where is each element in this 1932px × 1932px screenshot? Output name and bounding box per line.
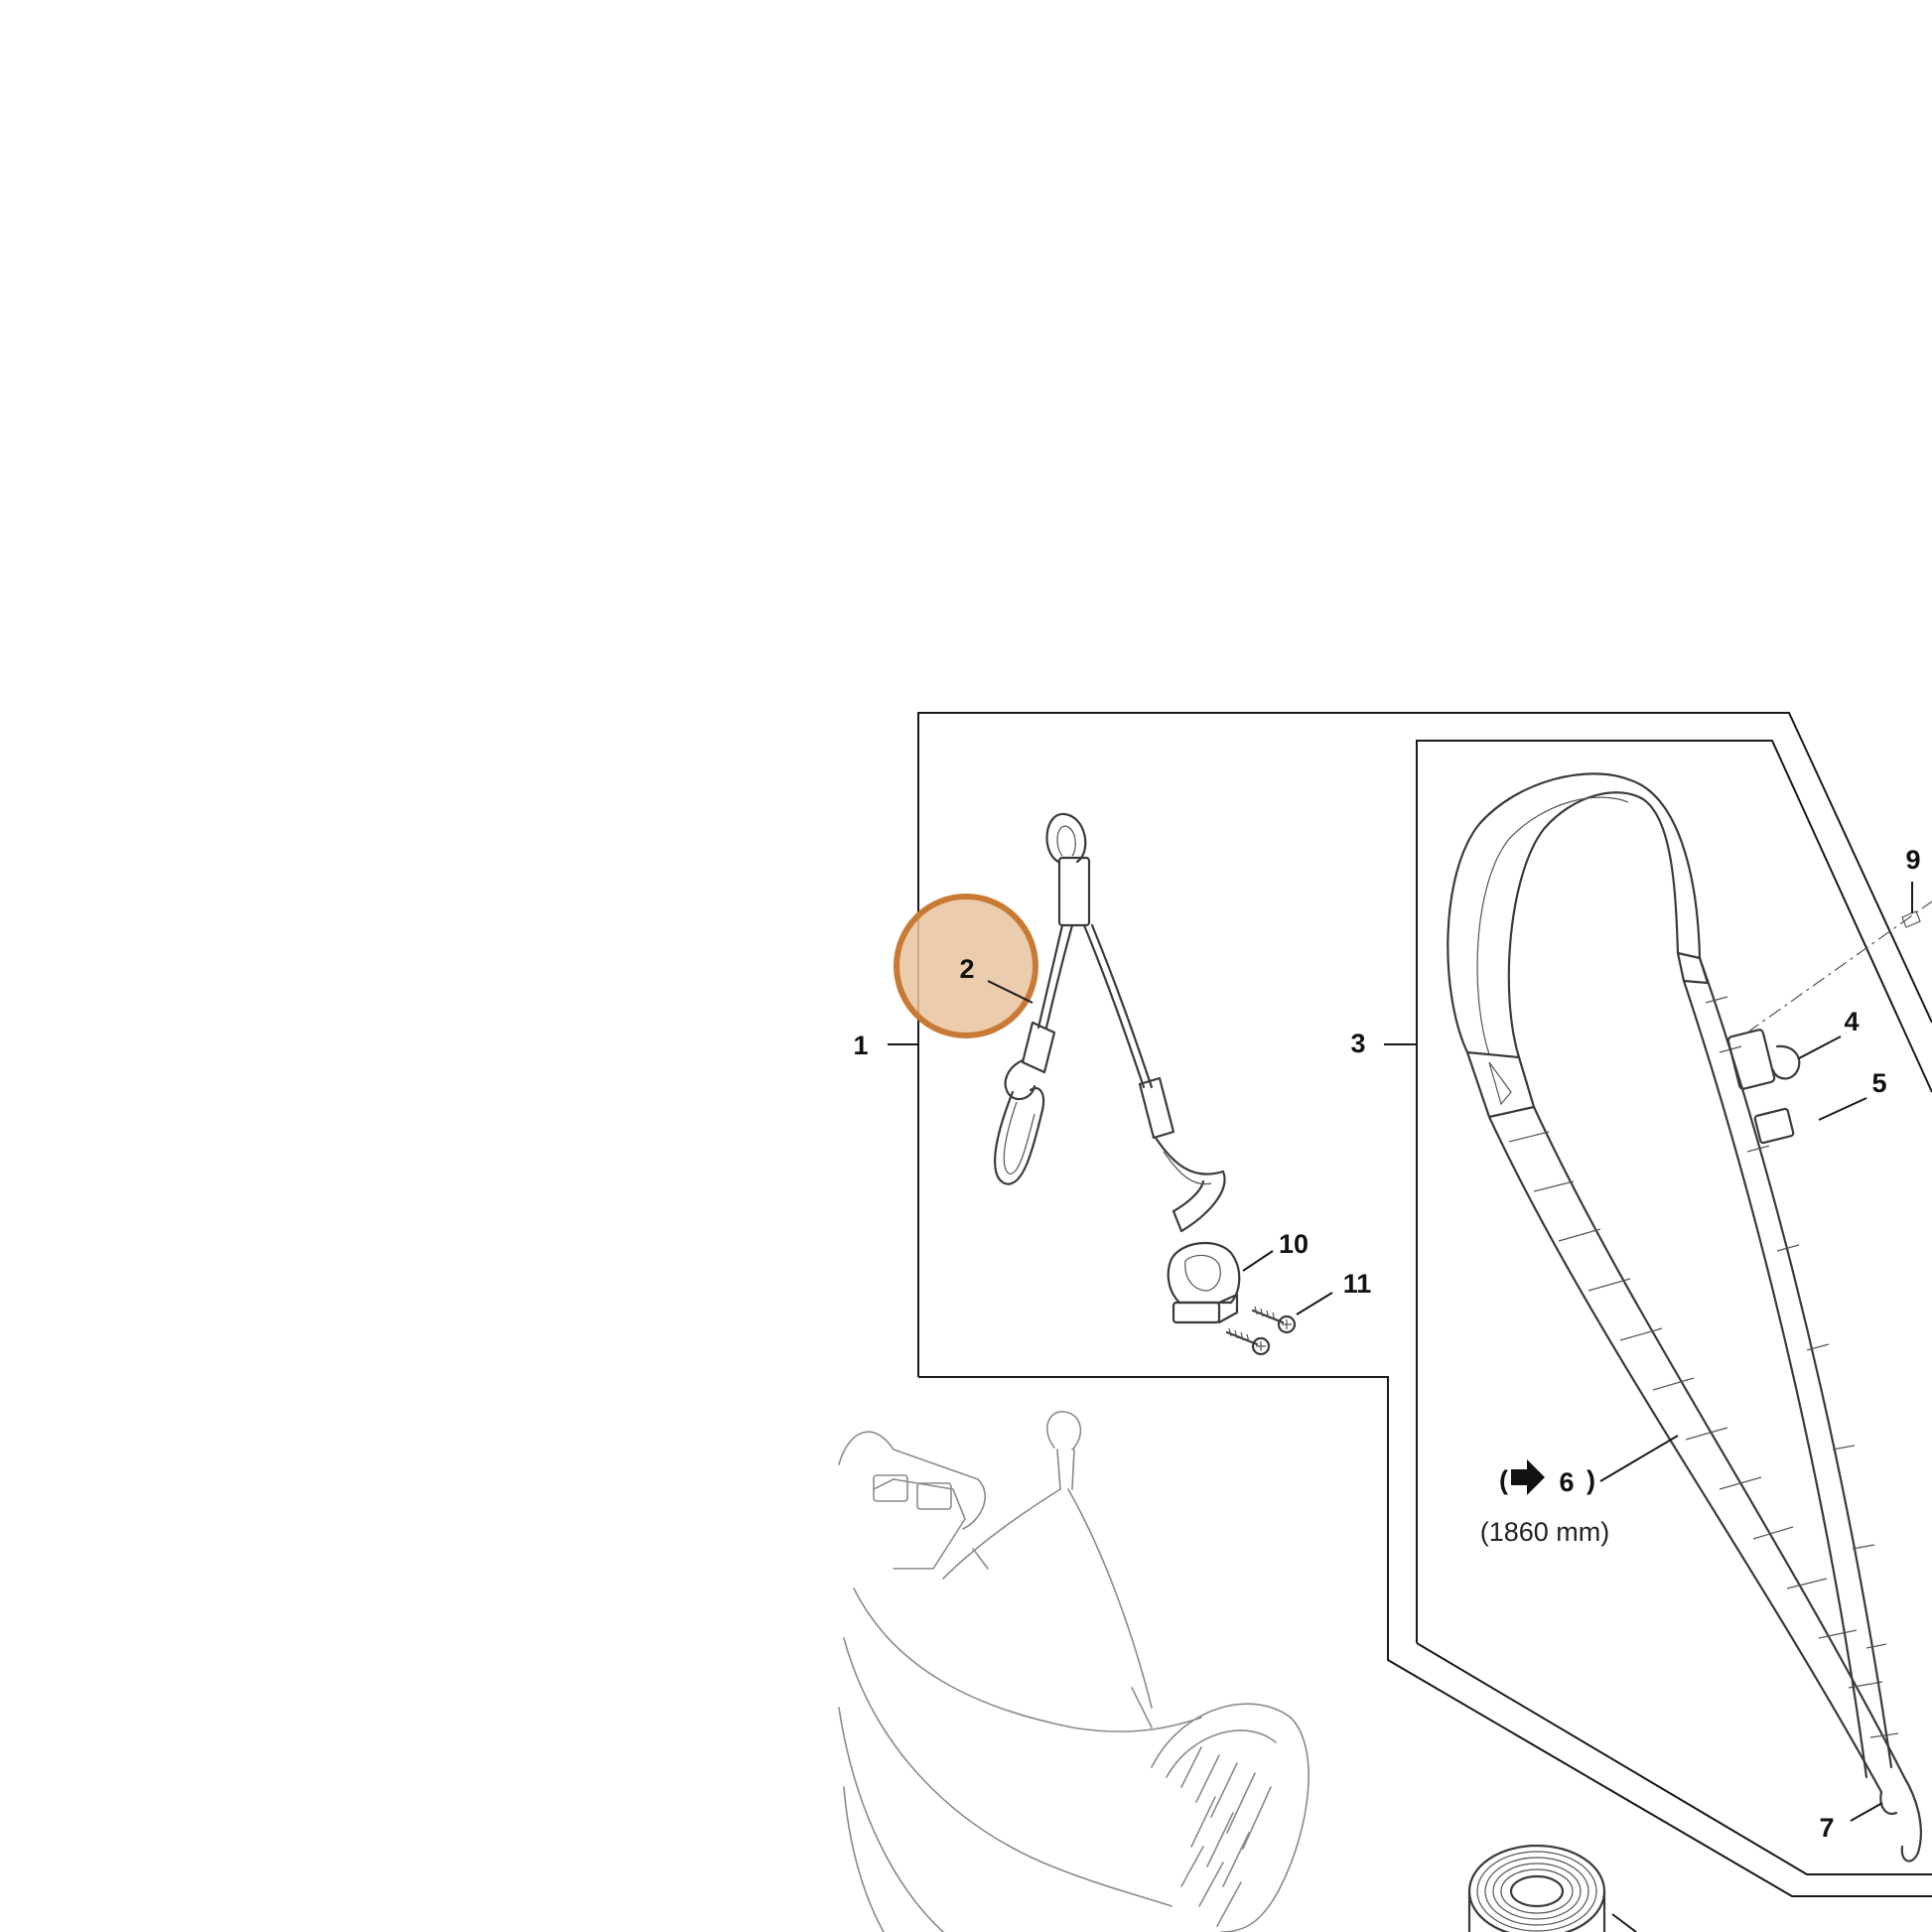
coil-drawing [1467,1844,1637,1932]
leader-line-2 [987,980,1034,1004]
shoulder-strap-drawing [1447,772,1932,1863]
callout-6-group[interactable]: ( 6 ) [1499,1459,1595,1497]
leader-lines [888,882,1913,1822]
callout-5[interactable]: 5 [1871,1068,1886,1098]
highlight-marker[interactable] [894,894,1038,1038]
screws-drawing [1225,1306,1297,1356]
callout-3[interactable]: 3 [1350,1029,1365,1058]
strap-frame-inner [1416,740,1932,1875]
close-paren: ) [1587,1465,1595,1495]
callout-1[interactable]: 1 [853,1031,868,1060]
callout-7[interactable]: 7 [1819,1813,1834,1843]
callout-10[interactable]: 10 [1279,1229,1309,1259]
callout-9[interactable]: 9 [1905,845,1920,875]
clip-drawing [1167,1241,1241,1324]
open-paren: ( [1499,1465,1508,1495]
arrow-right-icon [1511,1459,1545,1495]
strap-length-note: (1860 mm) [1480,1517,1610,1547]
callout-11[interactable]: 11 [1343,1269,1372,1299]
callout-2[interactable]: 2 [959,954,974,984]
blower-machine-drawing [838,1411,1310,1932]
callout-4[interactable]: 4 [1844,1007,1859,1036]
callout-6[interactable]: 6 [1559,1467,1574,1497]
harness-cable-drawing [994,812,1226,1233]
kit-frame-outer [917,712,1932,1897]
